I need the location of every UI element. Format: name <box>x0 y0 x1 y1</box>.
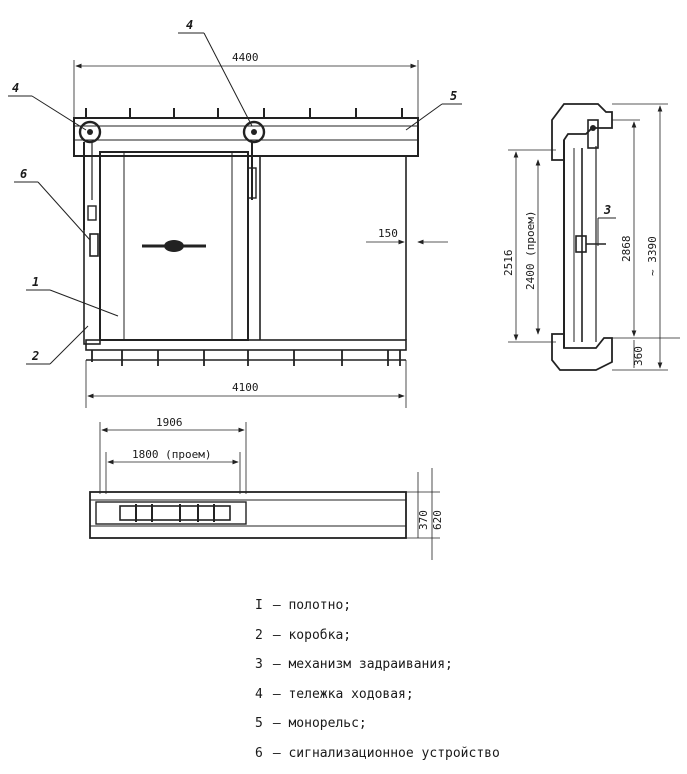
legend-item-separator: – <box>265 686 289 702</box>
legend-item-separator: – <box>265 657 289 672</box>
signal-device <box>89 233 99 257</box>
legend-item: 5 – монорельс; <box>255 714 675 744</box>
legend-item-number: 5 <box>255 716 263 731</box>
dim-plan-depth-a: 370 <box>417 510 430 530</box>
legend-item: 6 – сигнализационное устройство <box>255 744 675 774</box>
legend: I – полотно;2 – коробка;3 – механизм зад… <box>255 596 675 773</box>
legend-item-number: 4 <box>255 686 263 702</box>
legend-item: 4 – тележка ходовая; <box>255 685 675 715</box>
dim-gap: 150 <box>378 227 398 240</box>
front-view: 4400 4100 150 4 4 5 6 1 2 <box>8 18 462 408</box>
callout-4-right: 4 <box>186 18 193 32</box>
legend-item: 3 – механизм задраивания; <box>255 655 675 685</box>
legend-item-text: сигнализационное устройство <box>288 745 500 761</box>
dim-side-2868: 2868 <box>620 236 633 263</box>
legend-item-separator: – <box>265 716 289 731</box>
legend-item-text: монорельс; <box>288 716 367 731</box>
callout-4-left: 4 <box>12 81 19 95</box>
dim-bottom-width: 4100 <box>232 381 259 394</box>
dim-side-2516: 2516 <box>502 250 515 277</box>
legend-item-text: коробка; <box>288 627 352 643</box>
monorail-beam <box>73 117 419 157</box>
floor-rail <box>85 339 407 351</box>
floor-rail-anchors <box>91 350 401 366</box>
dim-side-total: ~ 3390 <box>646 236 659 276</box>
dim-plan-outer: 1906 <box>156 416 183 429</box>
plan-body <box>89 491 407 539</box>
dim-side-360: 360 <box>632 346 645 366</box>
plan-view: 1906 1800 (проем) 370 620 <box>89 416 444 560</box>
callout-1: 1 <box>32 275 39 289</box>
dim-plan-depth-b: 620 <box>431 510 444 530</box>
legend-item-text: полотно; <box>288 598 352 613</box>
trolley-left <box>78 120 102 230</box>
side-lock-mechanism <box>575 235 587 253</box>
callout-5: 5 <box>450 89 457 103</box>
legend-item-separator: – <box>265 627 289 643</box>
legend-item: 2 – коробка; <box>255 626 675 656</box>
dim-side-opening: 2400 (проем) <box>524 211 537 290</box>
legend-item-number: 2 <box>255 627 263 643</box>
monorail-anchors <box>85 108 403 118</box>
side-section: 3 2516 2400 (проем) 2868 ~ 3390 360 <box>502 103 680 371</box>
legend-item-number: 3 <box>255 657 263 672</box>
legend-item-text: механизм задраивания; <box>288 657 453 672</box>
legend-item-text: тележка ходовая; <box>288 686 414 702</box>
legend-item-separator: – <box>265 598 289 613</box>
callout-3: 3 <box>603 203 611 217</box>
legend-item-number: 6 <box>255 745 263 761</box>
callout-2: 2 <box>31 349 39 363</box>
dim-plan-opening: 1800 (проем) <box>132 448 211 461</box>
trolley-right <box>242 120 266 200</box>
legend-item-separator: – <box>265 745 289 761</box>
dim-top-width: 4400 <box>232 51 259 64</box>
legend-item: I – полотно; <box>255 596 675 626</box>
callout-6: 6 <box>20 167 27 181</box>
legend-item-number: I <box>255 598 263 613</box>
